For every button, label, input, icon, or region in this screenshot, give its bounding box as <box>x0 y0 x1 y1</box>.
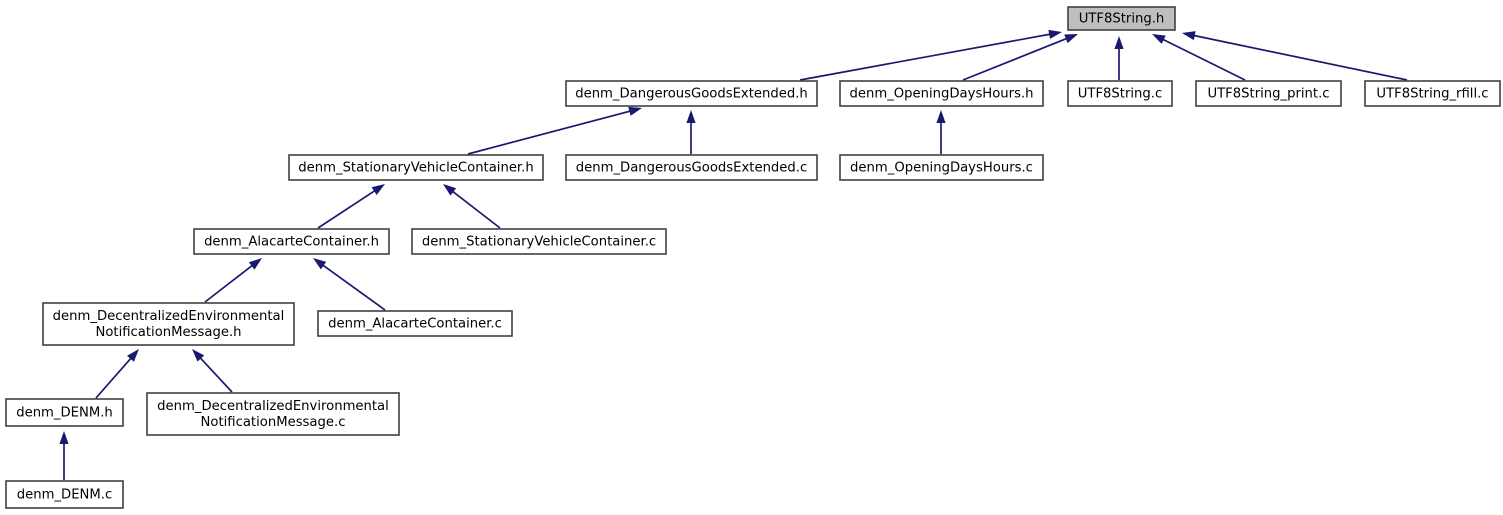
node-label: denm_DENM.c <box>17 488 112 503</box>
node-label: denm_AlacarteContainer.c <box>328 317 502 332</box>
dependency-edge <box>1192 34 1408 81</box>
node-label: denm_OpeningDaysHours.c <box>850 161 1033 176</box>
dependency-arrowhead <box>1064 34 1078 44</box>
dependency-edge <box>95 356 133 399</box>
dependency-edge <box>962 37 1069 81</box>
dependency-arrowhead <box>1182 31 1196 41</box>
root-node-box[interactable] <box>1067 6 1176 31</box>
node-box[interactable] <box>411 228 667 255</box>
dependency-arrowhead <box>443 184 457 196</box>
dependency-edge <box>198 356 233 393</box>
dependency-edge <box>467 109 632 155</box>
node-box[interactable] <box>1364 80 1501 107</box>
graph-node-utf8string_rfill_c[interactable]: UTF8String_rfill.c <box>1364 80 1501 107</box>
dependency-arrowhead <box>628 106 642 116</box>
dependency-arrowhead <box>371 184 385 195</box>
dependency-arrowhead <box>686 110 696 123</box>
nodes-layer: UTF8String.h denm_DangerousGoodsExtended.… <box>5 6 1501 509</box>
dependency-arrowhead <box>1152 34 1166 44</box>
dependency-arrowhead <box>1114 36 1124 49</box>
graph-node-denm_denm_h[interactable]: denm_DENM.h <box>5 398 124 427</box>
node-label: denm_DENM.h <box>16 406 113 421</box>
graph-node-utf8string_c[interactable]: UTF8String.c <box>1067 80 1173 107</box>
graph-node-alacartecontainer_c[interactable]: denm_AlacarteContainer.c <box>317 310 513 337</box>
dependency-edge <box>204 264 254 303</box>
graph-node-dangerousgoodsextended_c[interactable]: denm_DangerousGoodsExtended.c <box>565 154 818 181</box>
dependency-arrowhead <box>313 258 327 270</box>
dependency-edge <box>799 33 1052 81</box>
node-box[interactable] <box>1067 80 1173 107</box>
graph-node-openingdayshours_h[interactable]: denm_OpeningDaysHours.h <box>839 80 1044 107</box>
node-box[interactable] <box>5 480 124 509</box>
node-label: UTF8String_rfill.c <box>1376 87 1488 102</box>
dependency-edge <box>317 189 377 229</box>
node-label: denm_AlacarteContainer.h <box>204 235 379 250</box>
dependency-edge <box>321 263 386 311</box>
dependency-arrowhead <box>1048 29 1062 39</box>
node-box[interactable] <box>317 310 513 337</box>
node-box[interactable] <box>42 302 295 346</box>
graph-node-stationaryvehiclecontainer_h[interactable]: denm_StationaryVehicleContainer.h <box>288 154 544 181</box>
dependency-arrowhead <box>248 258 262 270</box>
node-label: UTF8String_print.c <box>1207 87 1329 102</box>
node-label: denm_StationaryVehicleContainer.h <box>298 161 533 176</box>
node-box[interactable] <box>839 154 1044 181</box>
node-box[interactable] <box>146 392 400 436</box>
graph-node-dangerousgoodsextended_h[interactable]: denm_DangerousGoodsExtended.h <box>565 80 818 107</box>
graph-node-stationaryvehiclecontainer_c[interactable]: denm_StationaryVehicleContainer.c <box>411 228 667 255</box>
graph-node-alacartecontainer_h[interactable]: denm_AlacarteContainer.h <box>193 228 390 255</box>
node-box[interactable] <box>565 154 818 181</box>
node-label: UTF8String.h <box>1079 12 1165 27</box>
node-label: denm_OpeningDaysHours.h <box>850 87 1034 102</box>
node-box[interactable] <box>5 398 124 427</box>
node-box[interactable] <box>1195 80 1342 107</box>
node-box[interactable] <box>839 80 1044 107</box>
dependency-edge <box>1161 38 1246 81</box>
graph-node-utf8string_print_c[interactable]: UTF8String_print.c <box>1195 80 1342 107</box>
graph-node-openingdayshours_c[interactable]: denm_OpeningDaysHours.c <box>839 154 1044 181</box>
node-box[interactable] <box>193 228 390 255</box>
node-label: denm_DangerousGoodsExtended.c <box>576 161 807 176</box>
dependency-arrowhead <box>126 349 139 362</box>
node-box[interactable] <box>565 80 818 107</box>
node-label: denm_StationaryVehicleContainer.c <box>422 235 656 250</box>
node-box[interactable] <box>288 154 544 181</box>
graph-node-utf8string_h[interactable]: UTF8String.h <box>1067 6 1176 31</box>
dependency-arrowhead <box>192 349 205 362</box>
node-label: UTF8String.c <box>1078 87 1162 102</box>
graph-node-denm_denm_c[interactable]: denm_DENM.c <box>5 480 124 509</box>
edges-layer <box>59 29 1408 480</box>
node-label: denm_DangerousGoodsExtended.h <box>575 87 808 102</box>
dependency-arrowhead <box>59 431 69 444</box>
dependency-arrowhead <box>936 110 946 123</box>
dependency-edge <box>451 190 501 229</box>
